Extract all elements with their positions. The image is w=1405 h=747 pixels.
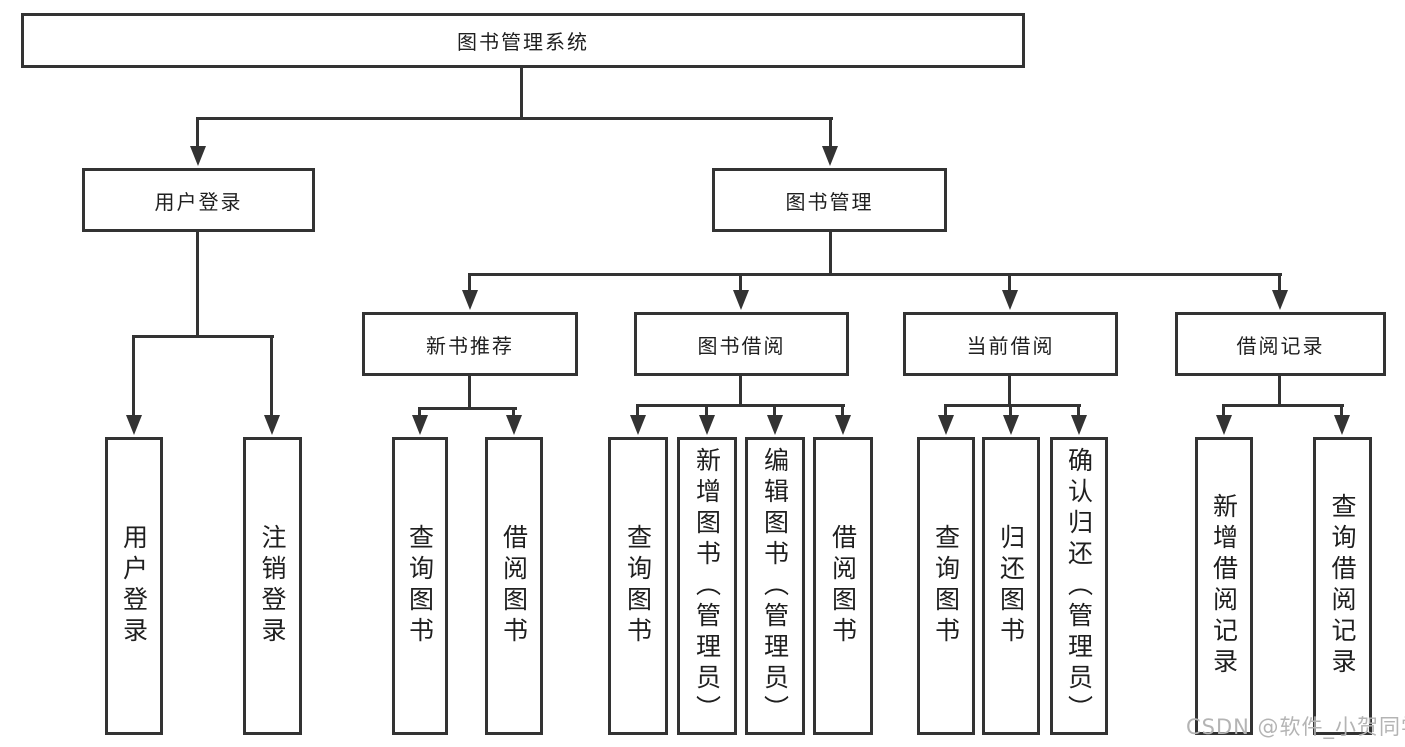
- watermark: CSDN @软件_小贺同学: [1186, 715, 1405, 739]
- arrow-down-icon: [630, 415, 646, 435]
- leaf-current-query-books: 查询图书: [917, 437, 975, 735]
- leaf-logout: 注销登录: [243, 437, 302, 735]
- connector-line: [944, 404, 947, 419]
- node-borrowing-records: 借阅记录: [1175, 312, 1386, 376]
- node-label: 新书推荐: [426, 333, 514, 358]
- connector-line: [1278, 273, 1281, 294]
- arrow-down-icon: [1003, 415, 1019, 435]
- arrow-down-icon: [264, 415, 280, 435]
- connector-line: [705, 404, 708, 419]
- node-label: 归还图书: [996, 524, 1026, 648]
- leaf-recommend-borrow-books: 借阅图书: [485, 437, 543, 735]
- connector-line: [418, 407, 517, 410]
- node-label: 注销登录: [258, 524, 287, 648]
- connector-line: [1077, 404, 1080, 419]
- leaf-user-login: 用户登录: [105, 437, 163, 735]
- arrow-down-icon: [699, 415, 715, 435]
- node-library-management-system: 图书管理系统: [21, 13, 1025, 68]
- connector-line: [829, 232, 832, 273]
- connector-line: [132, 335, 274, 338]
- connector-line: [1008, 273, 1011, 294]
- connector-line: [841, 404, 844, 419]
- connector-line: [1222, 404, 1344, 407]
- connector-line: [944, 404, 1081, 407]
- node-user-login: 用户登录: [82, 168, 315, 232]
- connector-line: [418, 407, 421, 419]
- node-label: 借阅记录: [1236, 333, 1325, 358]
- node-label: 确认归还（管理员）: [1064, 446, 1094, 726]
- connector-line: [1009, 404, 1012, 419]
- arrow-down-icon: [1002, 290, 1018, 310]
- node-label: 查询图书: [405, 524, 435, 648]
- arrow-down-icon: [767, 415, 783, 435]
- arrow-down-icon: [1334, 415, 1350, 435]
- connector-line: [196, 117, 199, 150]
- arrow-down-icon: [1071, 415, 1087, 435]
- leaf-records-add-record: 新增借阅记录: [1195, 437, 1253, 735]
- leaf-borrowing-add-books-admin: 新增图书（管理员）: [677, 437, 737, 735]
- arrow-down-icon: [938, 415, 954, 435]
- connector-line: [1278, 376, 1281, 404]
- node-label: 查询图书: [623, 524, 653, 648]
- connector-line: [636, 404, 639, 419]
- node-label: 用户登录: [119, 524, 149, 648]
- connector-line: [468, 273, 1282, 276]
- arrow-down-icon: [126, 415, 142, 435]
- connector-line: [1340, 404, 1343, 419]
- connector-line: [468, 376, 471, 407]
- node-label: 借阅图书: [499, 524, 529, 648]
- connector-line: [132, 335, 135, 419]
- leaf-current-confirm-return-admin: 确认归还（管理员）: [1050, 437, 1108, 735]
- arrow-down-icon: [412, 415, 428, 435]
- node-new-book-recommendation: 新书推荐: [362, 312, 578, 376]
- node-label: 图书借阅: [697, 333, 786, 358]
- node-label: 图书管理系统: [457, 30, 589, 54]
- connector-line: [1008, 376, 1011, 404]
- connector-line: [520, 68, 523, 117]
- connector-line: [468, 273, 471, 294]
- node-label: 新增借阅记录: [1209, 493, 1239, 679]
- leaf-recommend-query-books: 查询图书: [392, 437, 448, 735]
- arrow-down-icon: [190, 146, 206, 166]
- leaf-borrowing-edit-books-admin: 编辑图书（管理员）: [745, 437, 805, 735]
- connector-line: [636, 404, 845, 407]
- node-label: 查询借阅记录: [1328, 493, 1357, 679]
- connector-line: [739, 376, 742, 404]
- leaf-records-query-record: 查询借阅记录: [1313, 437, 1372, 735]
- node-label: 当前借阅: [966, 333, 1055, 358]
- node-book-borrowing: 图书借阅: [634, 312, 849, 376]
- node-label: 编辑图书（管理员）: [760, 446, 790, 726]
- arrow-down-icon: [835, 415, 851, 435]
- arrow-down-icon: [822, 146, 838, 166]
- arrow-down-icon: [1216, 415, 1232, 435]
- node-label: 图书管理: [785, 189, 874, 214]
- node-label: 查询图书: [931, 524, 961, 648]
- node-book-management: 图书管理: [712, 168, 947, 232]
- connector-line: [1222, 404, 1225, 419]
- connector-line: [196, 117, 833, 120]
- arrow-down-icon: [506, 415, 522, 435]
- node-label: 新增图书（管理员）: [692, 446, 722, 726]
- arrow-down-icon: [733, 290, 749, 310]
- connector-line: [739, 273, 742, 294]
- node-label: 用户登录: [154, 189, 243, 214]
- node-label: 借阅图书: [828, 524, 858, 648]
- connector-line: [196, 232, 199, 335]
- leaf-borrowing-borrow-books: 借阅图书: [813, 437, 873, 735]
- connector-line: [773, 404, 776, 419]
- connector-line: [829, 117, 832, 150]
- leaf-borrowing-query-books: 查询图书: [608, 437, 668, 735]
- arrow-down-icon: [462, 290, 478, 310]
- leaf-current-return-books: 归还图书: [982, 437, 1040, 735]
- connector-line: [512, 407, 515, 419]
- node-current-borrowing: 当前借阅: [903, 312, 1118, 376]
- connector-line: [270, 335, 273, 419]
- arrow-down-icon: [1272, 290, 1288, 310]
